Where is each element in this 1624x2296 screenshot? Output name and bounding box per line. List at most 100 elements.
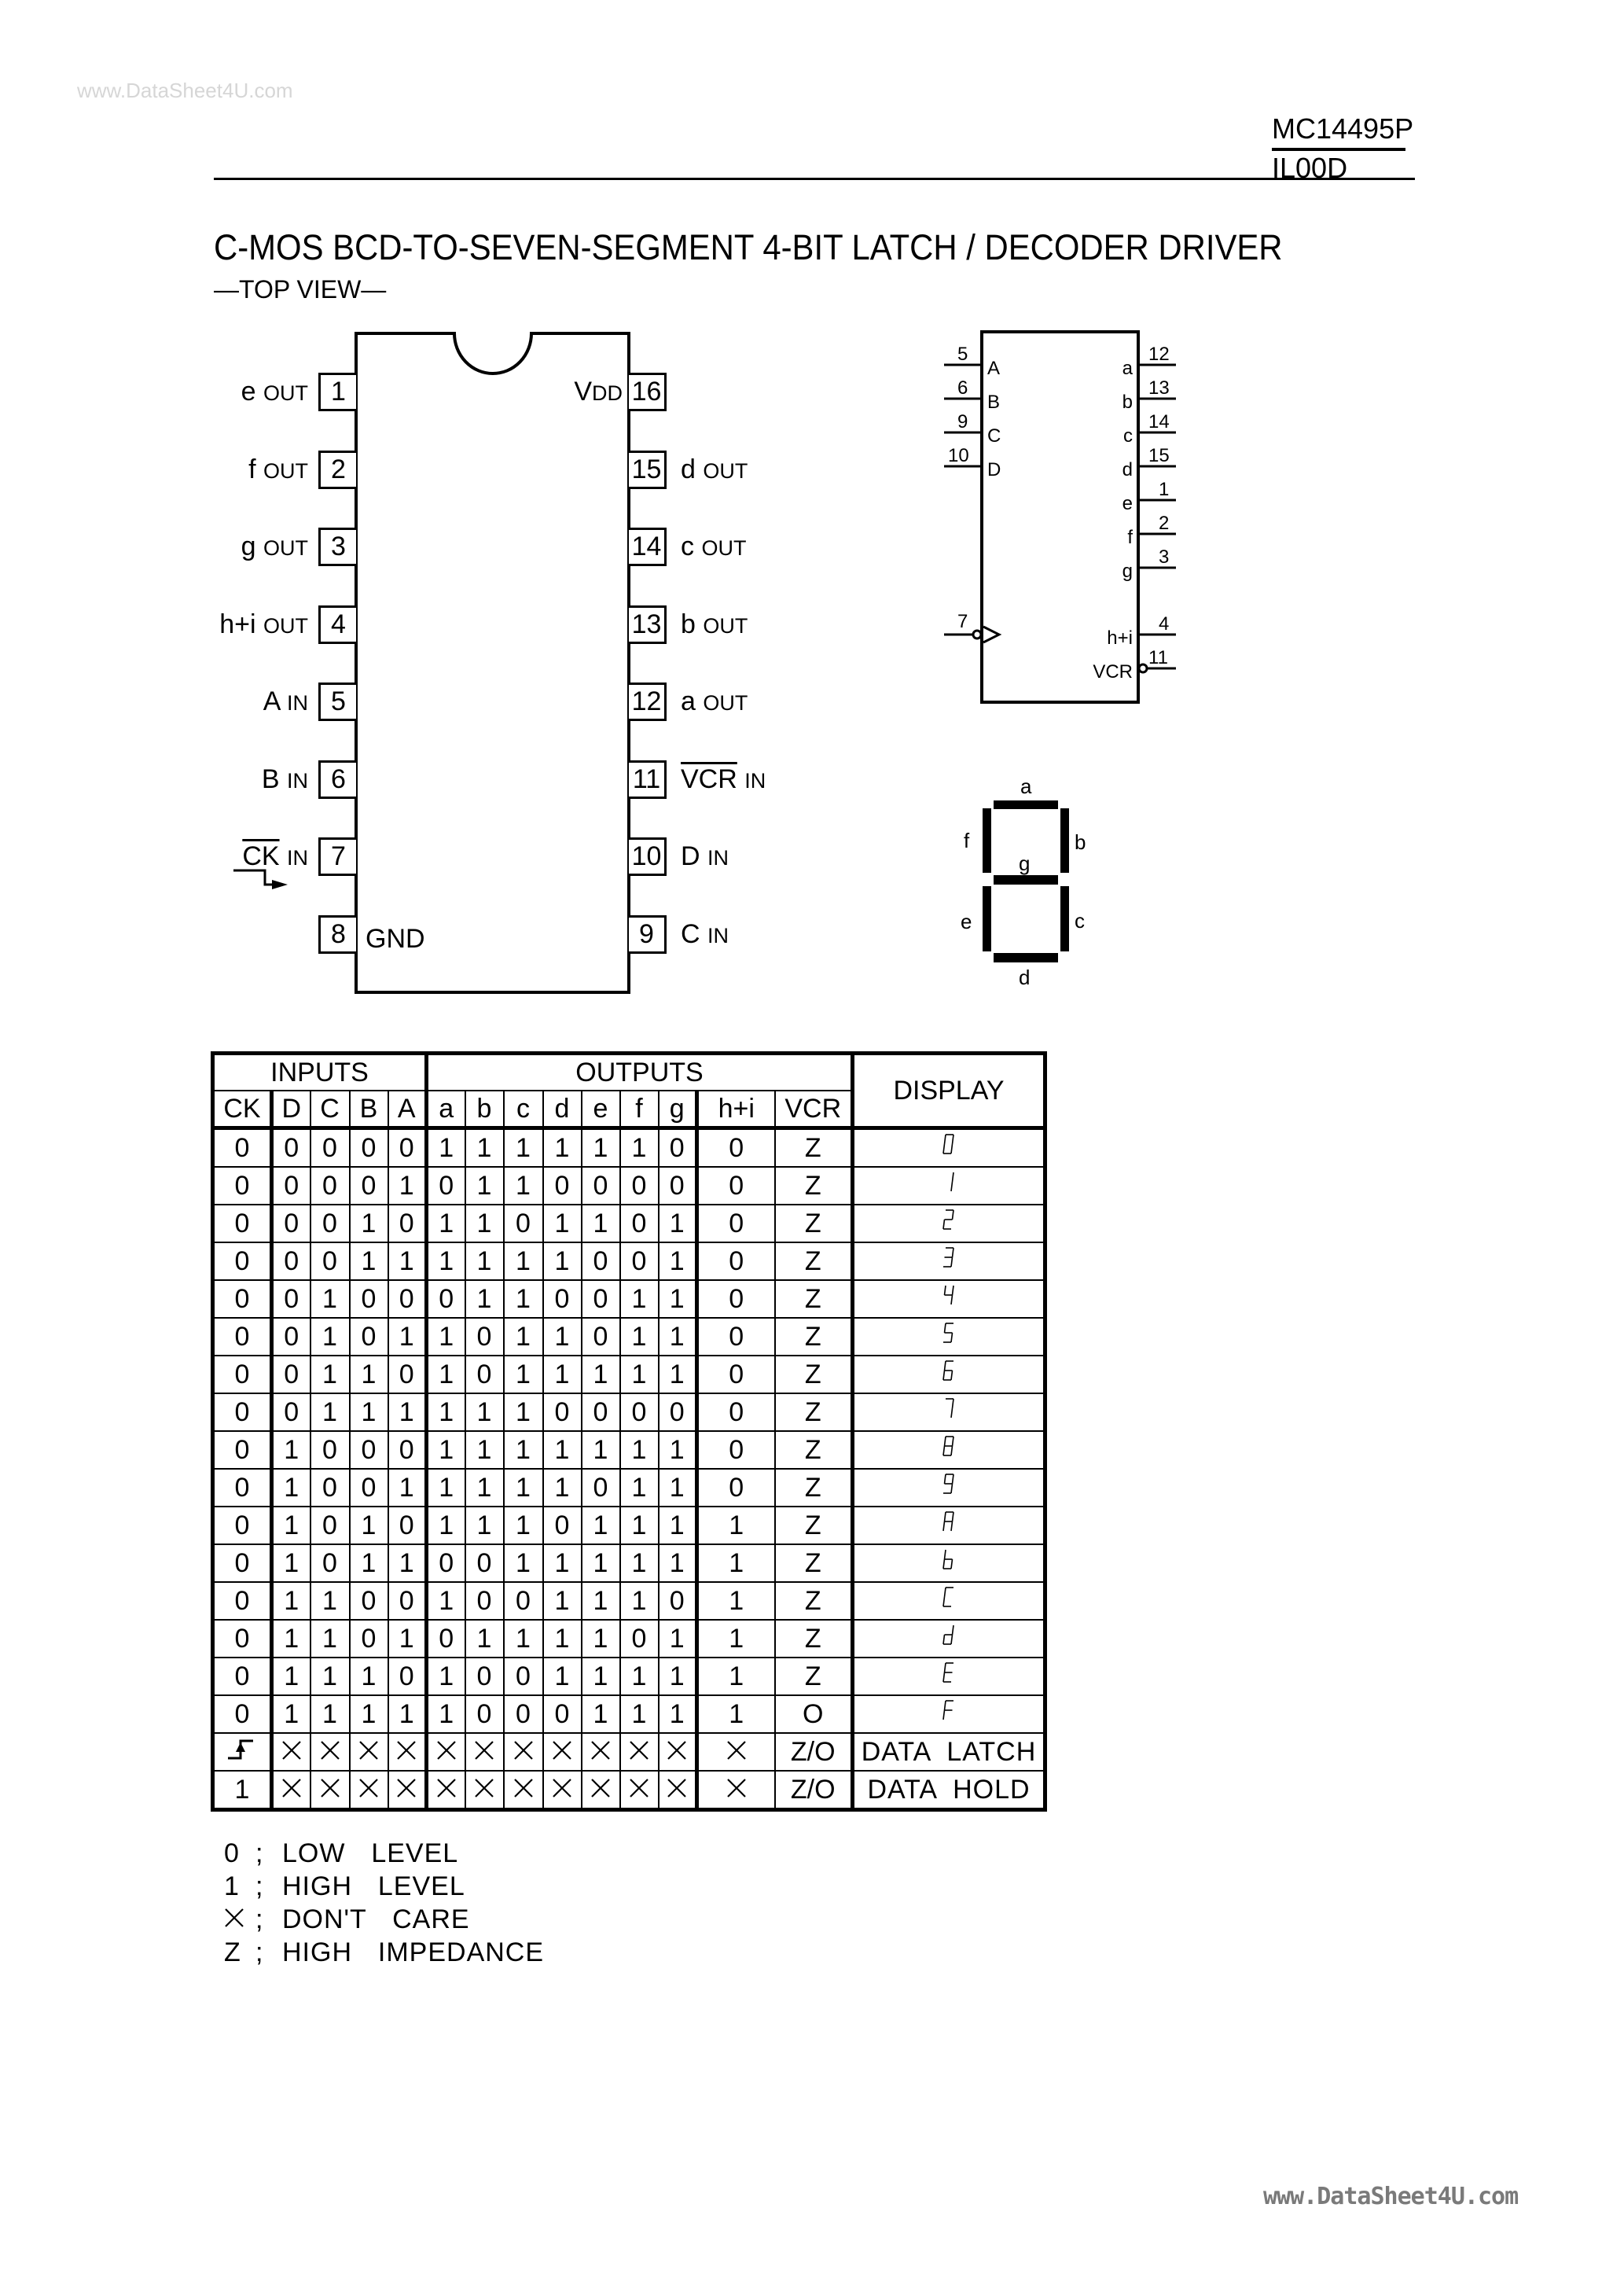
cell-d: 1 xyxy=(542,1657,582,1696)
dont-care-icon xyxy=(309,1732,351,1772)
dont-care-icon xyxy=(464,1770,505,1811)
falling-edge-icon xyxy=(233,869,288,889)
cell-d: 1 xyxy=(270,1468,311,1507)
display-glyph-b xyxy=(851,1544,1046,1583)
cell-vcr: Z xyxy=(773,1166,854,1205)
cell-ck: 0 xyxy=(211,1657,274,1696)
cell-b: 0 xyxy=(348,1279,389,1319)
pin-1: 1 xyxy=(318,373,356,411)
cell-c: 0 xyxy=(309,1468,351,1507)
cell-d: 1 xyxy=(542,1581,582,1621)
cell-d: 1 xyxy=(542,1355,582,1394)
column-header-b: b xyxy=(464,1090,505,1130)
cell-ck: 0 xyxy=(211,1393,274,1432)
cell-g: 1 xyxy=(657,1317,699,1356)
cell-b: 0 xyxy=(348,1581,389,1621)
cell-ck: 0 xyxy=(211,1544,274,1583)
cell-b: 1 xyxy=(464,1279,505,1319)
logic-output-pin-12: 12 xyxy=(1148,344,1170,365)
cell-hplusi: 0 xyxy=(696,1204,776,1243)
cell-e: 1 xyxy=(580,1204,621,1243)
pin-2: 2 xyxy=(318,450,356,489)
cell-d: 1 xyxy=(270,1619,311,1658)
cell-b: 1 xyxy=(464,1166,505,1205)
cell-b: 1 xyxy=(464,1127,505,1168)
cell-b: 1 xyxy=(348,1506,389,1545)
cell-d: 1 xyxy=(542,1544,582,1583)
cell-g: 1 xyxy=(657,1468,699,1507)
cell-f: 1 xyxy=(619,1506,660,1545)
cell-a: 1 xyxy=(387,1393,428,1432)
cell-d: 0 xyxy=(270,1355,311,1394)
column-header-d: D xyxy=(270,1090,311,1130)
dont-care-icon xyxy=(425,1770,466,1811)
watermark-bottom: www.DataSheet4U.com xyxy=(1263,2183,1519,2210)
part-number-underline xyxy=(1272,148,1405,151)
cell-c: 1 xyxy=(309,1355,351,1394)
document-code: IL00D xyxy=(1272,152,1348,184)
cell-d: 1 xyxy=(270,1581,311,1621)
display-header: DISPLAY xyxy=(851,1052,1046,1130)
cell-a: 1 xyxy=(387,1544,428,1583)
cell-e: 0 xyxy=(580,1317,621,1356)
cell-d: 1 xyxy=(542,1430,582,1470)
dont-care-icon xyxy=(387,1770,428,1811)
column-header-hplusi: h+i xyxy=(696,1090,776,1130)
pin-7: 7 xyxy=(318,837,356,876)
cell-e: 1 xyxy=(580,1355,621,1394)
logic-input-label-C: C xyxy=(987,425,1001,447)
cell-f: 1 xyxy=(619,1657,660,1696)
dont-care-icon xyxy=(270,1770,311,1811)
column-header-d: d xyxy=(542,1090,582,1130)
cell-a: 0 xyxy=(387,1279,428,1319)
cell-hplusi: 1 xyxy=(696,1619,776,1658)
cell-b: 1 xyxy=(348,1204,389,1243)
dont-care-icon xyxy=(657,1770,699,1811)
display-glyph-0 xyxy=(851,1127,1046,1168)
cell-hplusi: 0 xyxy=(696,1279,776,1319)
cell-d: 0 xyxy=(270,1204,311,1243)
cell-g: 0 xyxy=(657,1581,699,1621)
cell-ck: 0 xyxy=(211,1430,274,1470)
display-mode-text: DATA HOLD xyxy=(851,1770,1046,1811)
cell-d: 1 xyxy=(542,1468,582,1507)
cell-b: 0 xyxy=(464,1694,505,1734)
cell-f: 0 xyxy=(619,1393,660,1432)
logic-output-pin-11: 11 xyxy=(1148,647,1168,668)
cell-g: 1 xyxy=(657,1204,699,1243)
dont-care-icon xyxy=(696,1770,776,1811)
cell-e: 0 xyxy=(580,1393,621,1432)
cell-g: 1 xyxy=(657,1279,699,1319)
logic-output-pin-3: 3 xyxy=(1159,546,1169,568)
logic-output-label-d: d xyxy=(1122,459,1133,480)
cell-b: 1 xyxy=(348,1544,389,1583)
cell-a: 1 xyxy=(425,1317,466,1356)
pin-15: 15 xyxy=(629,450,667,489)
segment-label-c: c xyxy=(1075,909,1085,933)
logic-output-label-a: a xyxy=(1122,358,1133,379)
cell-a: 0 xyxy=(387,1657,428,1696)
cell-c: 1 xyxy=(309,1657,351,1696)
cell-hplusi: 1 xyxy=(696,1657,776,1696)
segment-f xyxy=(983,808,991,873)
cell-vcr: Z xyxy=(773,1657,854,1696)
legend-separator: ; xyxy=(255,1937,263,1967)
logic-output-label-g: g xyxy=(1122,561,1133,582)
pin-16: 16 xyxy=(629,373,667,411)
cell-a: 0 xyxy=(425,1166,466,1205)
cell-a: 1 xyxy=(425,1657,466,1696)
cell-d: 1 xyxy=(542,1242,582,1281)
logic-output-label-b: b xyxy=(1122,392,1133,413)
cell-ck: 0 xyxy=(211,1242,274,1281)
cell-ck: 0 xyxy=(211,1694,274,1734)
column-header-c: C xyxy=(309,1090,351,1130)
cell-b: 1 xyxy=(464,1619,505,1658)
cell-c: 0 xyxy=(502,1694,544,1734)
cell-d: 1 xyxy=(270,1430,311,1470)
cell-a: 0 xyxy=(387,1204,428,1243)
